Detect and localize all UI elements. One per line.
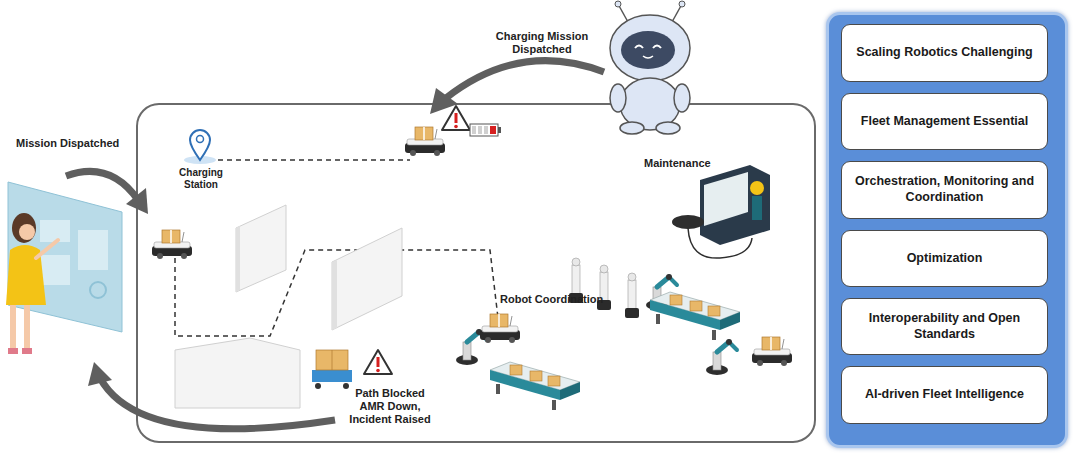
amr-robot — [480, 314, 520, 343]
arrow-label: Mission Dispatched — [16, 137, 146, 150]
operator-figure — [6, 182, 122, 354]
conveyor — [490, 362, 580, 410]
warehouse-outline — [137, 104, 815, 442]
area-label: Robot Coordination — [500, 293, 620, 306]
conveyor — [650, 292, 740, 340]
feature-box: Interoperability and Open Standards — [841, 298, 1048, 355]
amr-robot — [152, 230, 192, 259]
feature-box: Fleet Management Essential — [841, 93, 1048, 150]
box-text: Orchestration, Monitoring and Coordinati… — [850, 174, 1039, 205]
robot-mascot — [610, 1, 690, 134]
walls — [175, 205, 402, 408]
charging-pin — [184, 130, 216, 164]
robot-unit — [625, 273, 639, 318]
warning-icon — [364, 350, 392, 374]
amr-robot — [752, 337, 792, 366]
box-text: AI-driven Fleet Intelligence — [865, 387, 1024, 403]
area-label: Maintenance — [644, 157, 734, 170]
robot-arm — [706, 339, 737, 375]
warning-icon — [442, 106, 470, 130]
box-text: Scaling Robotics Challenging — [856, 45, 1032, 61]
amr-low-battery — [405, 127, 445, 156]
location-label: Charging Station — [172, 167, 230, 191]
blocked-cart — [312, 350, 352, 389]
box-text: Optimization — [907, 251, 983, 267]
box-text: Interoperability and Open Standards — [850, 311, 1039, 342]
maintenance-station — [672, 165, 770, 258]
flow-arrows — [66, 61, 604, 429]
feature-box: AI-driven Fleet Intelligence — [841, 366, 1048, 424]
feature-box: Optimization — [841, 230, 1048, 287]
feature-box: Orchestration, Monitoring and Coordinati… — [841, 161, 1048, 219]
feature-box: Scaling Robotics Challenging — [841, 24, 1048, 82]
incident-label: Path Blocked AMR Down, Incident Raised — [346, 387, 434, 427]
box-text: Fleet Management Essential — [861, 114, 1028, 130]
battery-icon — [470, 124, 501, 136]
arrow-label: Charging Mission Dispatched — [492, 30, 592, 56]
robot-paths — [175, 160, 500, 336]
